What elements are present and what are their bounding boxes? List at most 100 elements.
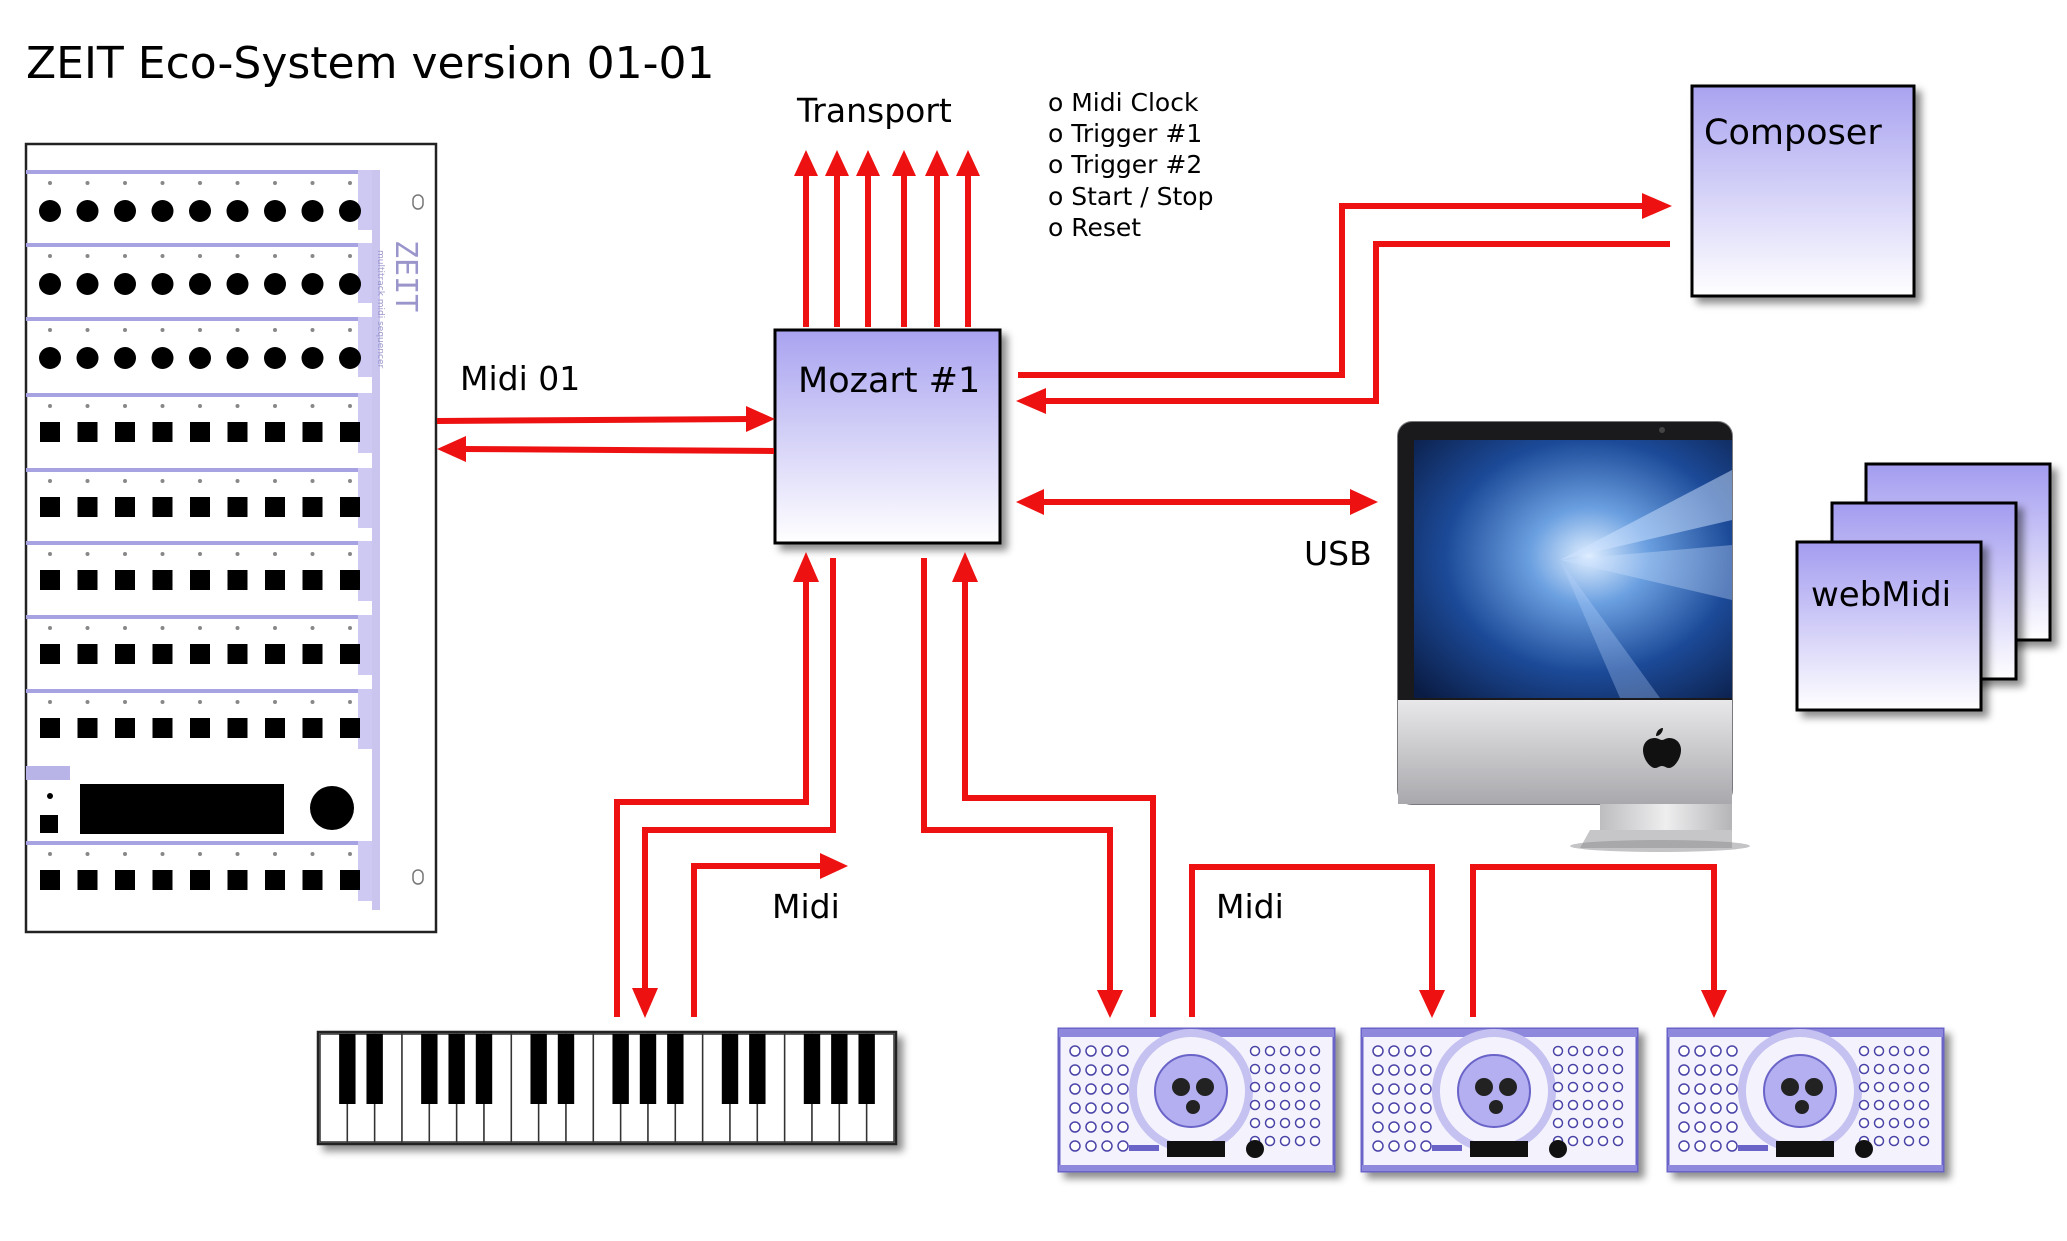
panel-button <box>340 644 360 664</box>
panel-button <box>340 497 360 517</box>
panel-button <box>77 497 98 517</box>
computer-imac <box>1397 421 1750 852</box>
panel-button <box>190 718 210 738</box>
panel-led <box>47 793 53 799</box>
panel-knob <box>114 273 136 295</box>
black-key <box>339 1034 356 1104</box>
midi-label-left: Midi <box>772 887 840 926</box>
transport-label: Transport <box>796 91 952 130</box>
panel-button <box>115 570 135 590</box>
panel-button <box>227 422 248 442</box>
panel-knob <box>226 273 249 295</box>
panel-screw-top <box>412 194 424 210</box>
mozart-node: Mozart #1 <box>773 328 1002 545</box>
panel-brand-text: ZEIT <box>388 240 423 312</box>
black-key <box>803 1034 821 1104</box>
panel-button <box>152 718 173 738</box>
black-key <box>557 1034 575 1104</box>
panel-row-divider <box>26 541 376 545</box>
black-key <box>366 1034 383 1104</box>
transport-signal-item: o Reset <box>1048 213 1141 242</box>
panel-button <box>152 422 173 442</box>
panel-knob <box>264 347 286 369</box>
black-key <box>612 1034 629 1104</box>
black-key <box>421 1034 438 1104</box>
panel-button <box>265 644 285 664</box>
keyboard-midi-out-arrow <box>691 863 828 1017</box>
panel-knob <box>226 347 249 369</box>
panel-button <box>77 870 98 890</box>
transport-signal-item: o Start / Stop <box>1048 182 1213 211</box>
black-key <box>667 1034 684 1104</box>
synth-module-1 <box>1057 1027 1336 1173</box>
synth1-to-mozart-arrow <box>962 575 1156 1017</box>
panel-button <box>302 422 323 442</box>
panel-knob <box>301 200 324 222</box>
transport-signal-item: o Trigger #2 <box>1048 150 1202 179</box>
panel-button <box>227 718 248 738</box>
panel-button <box>190 422 210 442</box>
panel-knob <box>339 347 361 369</box>
panel-button <box>40 422 60 442</box>
panel-button <box>227 570 248 590</box>
black-key <box>530 1034 547 1104</box>
panel-knob <box>301 347 324 369</box>
panel-button <box>152 497 173 517</box>
panel-knob <box>226 200 249 222</box>
panel-button <box>115 870 135 890</box>
panel-button <box>265 422 285 442</box>
panel-row-divider <box>26 393 376 397</box>
panel-button <box>190 570 210 590</box>
panel-knob <box>76 273 99 295</box>
synth2-to-synth3-arrow <box>1470 864 1717 1017</box>
composer-label: Composer <box>1704 113 1882 153</box>
composer-node: Composer <box>1690 84 1916 298</box>
panel-button <box>115 644 135 664</box>
panel-button <box>77 422 98 442</box>
transport-signal-list: o Midi Clock o Trigger #1 o Trigger #2 o… <box>1048 88 1213 242</box>
panel-knob <box>151 347 174 369</box>
panel-button <box>40 718 60 738</box>
panel-button <box>77 644 98 664</box>
mozart-to-composer-arrow <box>1018 203 1648 378</box>
panel-button <box>227 870 248 890</box>
panel-lcd-display <box>80 784 284 834</box>
panel-encoder-knob <box>310 786 354 830</box>
panel-knob <box>301 273 324 295</box>
black-key <box>858 1034 875 1104</box>
panel-knob <box>76 200 99 222</box>
panel-button <box>265 718 285 738</box>
panel-row-divider <box>26 841 376 845</box>
panel-row-divider <box>26 689 376 693</box>
synth-module-2 <box>1360 1027 1639 1173</box>
panel-row-divider <box>26 468 376 472</box>
panel-button <box>40 644 60 664</box>
panel-row-divider <box>26 243 376 247</box>
panel-knob <box>189 200 211 222</box>
midi-label-right: Midi <box>1216 887 1284 926</box>
panel-knob <box>339 200 361 222</box>
panel-knob <box>151 200 174 222</box>
midi01-arrow-to-panel <box>459 446 775 454</box>
panel-button <box>115 718 135 738</box>
black-key <box>721 1034 739 1104</box>
panel-knob <box>339 273 361 295</box>
webmidi-stack: webMidi <box>1795 462 2052 712</box>
webmidi-label: webMidi <box>1811 575 1951 615</box>
panel-button <box>115 497 135 517</box>
connections <box>436 170 1717 1017</box>
arrowheads <box>437 150 1727 1018</box>
panel-button <box>40 870 60 890</box>
panel-button <box>340 422 360 442</box>
panel-subtitle-text: multitrack midi sequencer <box>375 250 385 368</box>
panel-button <box>340 718 360 738</box>
panel-row-divider <box>26 615 376 619</box>
panel-button <box>152 870 173 890</box>
panel-button <box>265 570 285 590</box>
panel-button <box>190 870 210 890</box>
panel-button <box>340 870 360 890</box>
keyboard-to-mozart-arrow-1 <box>614 575 809 1017</box>
panel-button <box>77 570 98 590</box>
panel-button <box>227 644 248 664</box>
